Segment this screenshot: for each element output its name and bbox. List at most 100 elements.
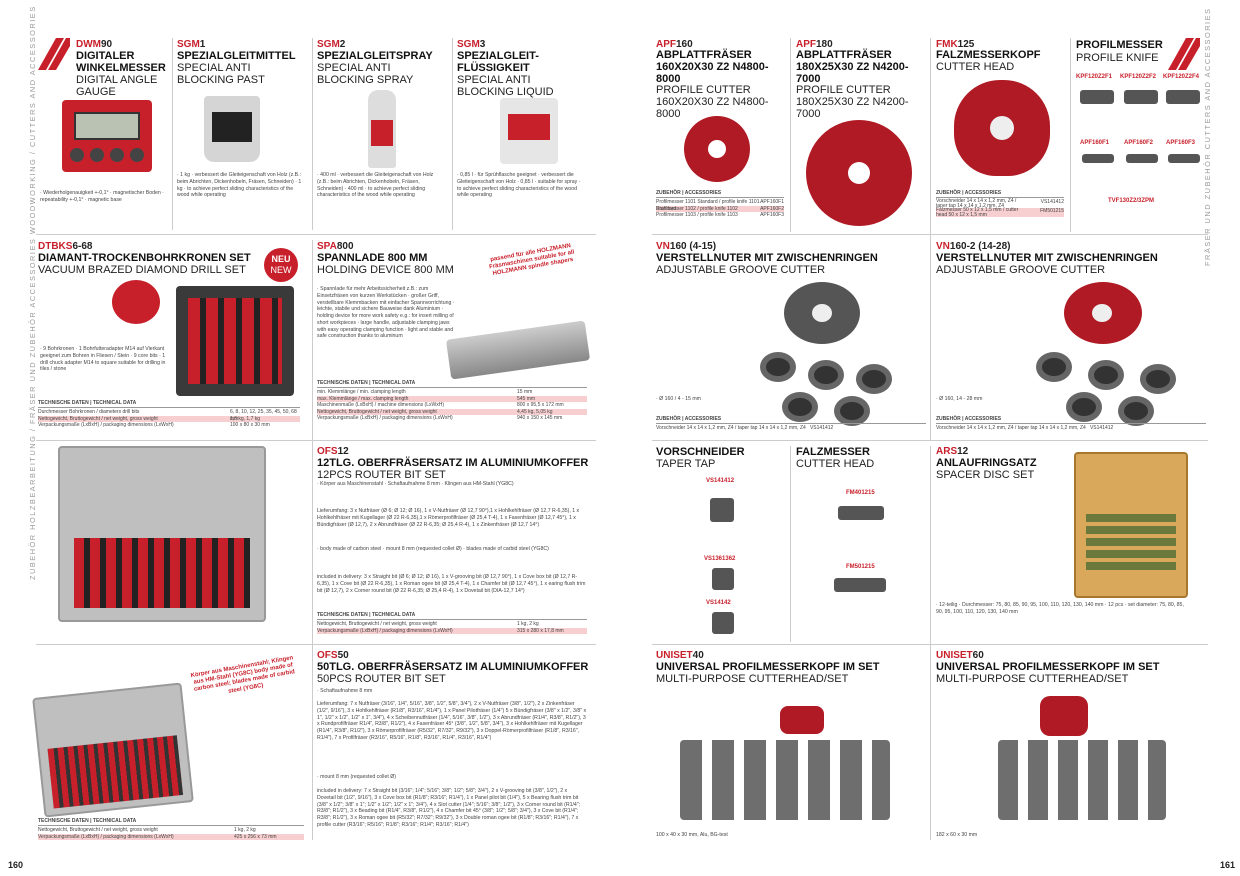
sgm1-subtitle: SPECIAL ANTI BLOCKING PAST xyxy=(177,62,265,87)
vn160b-groove-cutter-image xyxy=(1064,282,1142,344)
spa800-tech-table: TECHNISCHE DATEN | TECHNICAL DATA min. K… xyxy=(317,380,587,422)
apf180-title: ABPLATTFRÄSER 180X25X30 Z2 N4200-7000 xyxy=(796,49,909,86)
spa800-bullets: · Spannlade für mehr Arbeitssicherheit z… xyxy=(317,286,455,340)
dtbks-title: DIAMANT-TROCKENBOHRKRONEN SET xyxy=(38,252,251,264)
page-number-right: 161 xyxy=(1220,860,1236,870)
spa800-title: SPANNLADE 800 MM xyxy=(317,252,428,264)
sgm2-code: SGM2 xyxy=(317,39,346,50)
apf-knife-code-2: APF160F2 xyxy=(1124,140,1154,146)
vn160b-bullet: · Ø 160, 14 - 28 mm xyxy=(936,396,983,402)
profile-knife-title: PROFILMESSER xyxy=(1076,39,1163,51)
ofs50-bullet1: · Schaftaufnahme 8 mm xyxy=(317,688,373,694)
fm501215-code: FM501215 xyxy=(846,564,875,570)
brand-logo-right xyxy=(1168,38,1200,70)
uniset60-cutterhead-image xyxy=(1040,696,1088,736)
ars12-bullets: · 12-teilig · Durchmesser: 75, 80, 85, 9… xyxy=(936,602,1184,615)
uniset40-code: UNISET40 xyxy=(656,650,704,661)
vn160a-bullet: · Ø 160 / 4 - 15 mm xyxy=(656,396,701,402)
taper-tap-subtitle: TAPER TAP xyxy=(656,458,716,470)
vn160b-subtitle: ADJUSTABLE GROOVE CUTTER xyxy=(936,264,1106,276)
taper-tap-title: VORSCHNEIDER xyxy=(656,446,745,458)
uniset40-title: UNIVERSAL PROFILMESSERKOPF IM SET xyxy=(656,661,880,673)
uniset40-cutterhead-image xyxy=(780,706,824,734)
fm401215-code: FM401215 xyxy=(846,490,875,496)
sgm3-code: SGM3 xyxy=(457,39,486,50)
vn160a-code: VN160 (4-15) xyxy=(656,241,717,252)
ofs50-material-note: Körper aus Maschinenstahl; Klingen aus H… xyxy=(190,655,296,695)
ofs50-code: OFS50 xyxy=(317,650,349,661)
spacer-ring-image xyxy=(856,364,892,394)
apf-knife-code-3: APF160F3 xyxy=(1166,140,1196,146)
vs14142-code: VS14142 xyxy=(706,600,731,606)
fm501215-image xyxy=(834,578,886,592)
fmk125-cutter-head-image xyxy=(954,80,1050,176)
spa800-compat-note: passend für alle HOLZMANN Fräsmaschinen … xyxy=(488,243,575,278)
ofs12-tech-table: TECHNISCHE DATEN | TECHNICAL DATA Nettog… xyxy=(317,612,587,634)
ofs12-code: OFS12 xyxy=(317,446,349,457)
anti-blocking-paste-can-image xyxy=(204,96,260,162)
spacer-disc-set-box-image xyxy=(1074,452,1188,598)
apf-knife-1-image xyxy=(1082,154,1114,163)
ofs12-bullets-de: · Körper aus Maschinenstahl · Schaftaufn… xyxy=(317,481,514,487)
sgm3-subtitle: SPECIAL ANTI BLOCKING LIQUID xyxy=(457,74,554,99)
dtbks-tech-table: TECHNISCHE DATEN | TECHNICAL DATA Durchm… xyxy=(38,400,300,429)
spacer-ring-image xyxy=(1088,360,1124,390)
vn160a-accessories-table: ZUBEHÖR | ACCESSORIES Vorschneider 14 x … xyxy=(656,416,926,432)
dwm90-title: DIGITALER WINKELMESSER xyxy=(76,50,166,75)
uniset40-spec: 100 x 40 x 30 mm, Alu, BG-test xyxy=(656,832,728,838)
vn160a-title: VERSTELLNUTER MIT ZWISCHENRINGEN xyxy=(656,252,878,264)
sgm3-bullets: · 0,85 l · für Sprühflasche geeignet · v… xyxy=(457,172,581,199)
uniset60-knives-image xyxy=(998,740,1166,820)
vn160a-groove-cutter-image xyxy=(784,282,860,344)
anti-blocking-spray-can-image xyxy=(368,90,396,168)
dwm90-bullets: · Wiederholgenauigkeit +-0,1° · magnetis… xyxy=(40,190,164,203)
ofs12-subtitle: 12PCS ROUTER BIT SET xyxy=(317,469,446,481)
apf160-accessories-table: ZUBEHÖR | ACCESSORIES Profilmesser 1101 … xyxy=(656,190,784,218)
apf160-code: APF160 xyxy=(656,39,693,50)
router-bit-50pcs-case-image xyxy=(32,682,194,818)
apf-knife-3-image xyxy=(1168,154,1200,163)
tvf-code: TVF130Z2/3ZPM xyxy=(1108,198,1155,204)
dtbks-bullets: · 9 Bohrkronen · 1 Bohrfutteradapter M14… xyxy=(40,346,166,373)
ofs50-lieferumfang: Lieferumfang: 7 x Nutfräser (3/16", 1/4"… xyxy=(317,701,587,741)
ofs50-included: included in delivery: 7 x Straight bit (… xyxy=(317,788,581,828)
spacer-ring-image xyxy=(1036,352,1072,382)
fm401215-image xyxy=(838,506,884,520)
falzmesser-title: FALZMESSER xyxy=(796,446,870,458)
vn160b-code: VN160-2 (14-28) xyxy=(936,241,1011,252)
spacer-ring-image xyxy=(760,352,796,382)
fmk125-title: FALZMESSERKOPF xyxy=(936,49,1041,61)
anti-blocking-liquid-canister-image xyxy=(500,98,558,164)
vs14142-image xyxy=(712,612,734,634)
apf160-cutter-image xyxy=(684,116,750,182)
drill-set-case-image xyxy=(176,286,294,396)
ars12-subtitle: SPACER DISC SET xyxy=(936,469,1035,481)
apf160-title: ABPLATTFRÄSER 160X20X30 Z2 N4800-8000 xyxy=(656,49,769,86)
spacer-ring-image xyxy=(1140,364,1176,394)
kpf-knife-1-image xyxy=(1080,90,1114,104)
sgm2-title: SPEZIALGLEITSPRAY xyxy=(317,50,433,62)
profile-knife-subtitle: PROFILE KNIFE xyxy=(1076,52,1159,64)
spacer-ring-image xyxy=(1066,392,1102,422)
page-number-left: 160 xyxy=(8,860,24,870)
ars12-code: ARS12 xyxy=(936,446,969,457)
sgm2-subtitle: SPECIAL ANTI BLOCKING SPRAY xyxy=(317,62,414,87)
apf-knife-code-1: APF160F1 xyxy=(1080,140,1110,146)
kpf-knife-3-image xyxy=(1166,90,1200,104)
vs1361362-image xyxy=(712,568,734,590)
vs141412-image xyxy=(710,498,734,522)
dwm90-code: DWM90 xyxy=(76,39,113,50)
brand-logo-left xyxy=(38,38,70,70)
diamond-core-bit-image xyxy=(112,280,160,324)
holding-device-image xyxy=(445,320,591,380)
vs141412-code: VS141412 xyxy=(706,478,735,484)
apf-knife-2-image xyxy=(1126,154,1158,163)
router-bit-12pcs-case-image xyxy=(58,446,266,622)
sgm3-title: SPEZIALGLEIT-FLÜSSIGKEIT xyxy=(457,50,539,75)
sgm1-bullets: · 1 kg · verbessert die Gleiteigenschaft… xyxy=(177,172,302,199)
sgm1-title: SPEZIALGLEITMITTEL xyxy=(177,50,296,62)
angle-gauge-image xyxy=(62,100,152,172)
fmk125-subtitle: CUTTER HEAD xyxy=(936,61,1015,73)
spa800-subtitle: HOLDING DEVICE 800 MM xyxy=(317,264,454,276)
